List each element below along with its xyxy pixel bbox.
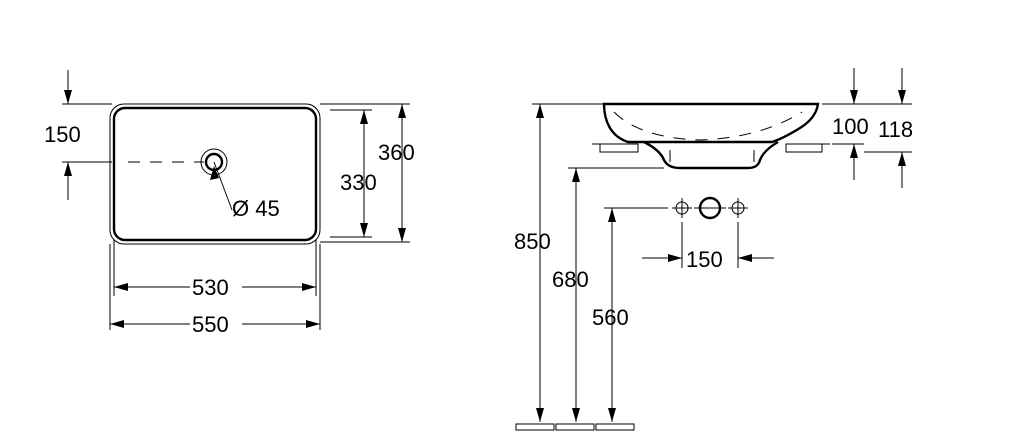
diameter-leader	[213, 161, 233, 211]
floor-plate-2	[555, 423, 595, 431]
dim-label-100: 100	[832, 114, 869, 139]
dim-label-560: 560	[592, 305, 629, 330]
dim-label-680: 680	[552, 267, 589, 292]
dim-label-330: 330	[340, 170, 377, 195]
basin-inner-dashed	[613, 111, 803, 141]
dim-label-850: 850	[514, 229, 551, 254]
basin-base-profile	[643, 140, 779, 170]
tap-fittings	[672, 196, 748, 220]
basin-inner-outline	[112, 106, 318, 242]
diameter-arrow	[210, 166, 219, 180]
dim-label-530: 530	[192, 275, 229, 300]
dim-label-150-plan: 150	[44, 122, 81, 147]
countertop-right	[785, 143, 823, 153]
dim-label-150-fittings: 150	[686, 247, 723, 272]
basin-bowl-profile	[602, 102, 820, 144]
plan-view: 150 360 330 Ø 45 530 550	[44, 70, 415, 337]
countertop-left	[599, 143, 639, 153]
dim-label-diameter: Ø 45	[232, 196, 280, 221]
arrow-150-bottom	[64, 162, 72, 176]
dim-label-550: 550	[192, 312, 229, 337]
arrow-150-top	[64, 90, 72, 104]
dim-label-360: 360	[378, 140, 415, 165]
floor-plate-3	[595, 423, 635, 431]
dim-label-118: 118	[878, 117, 913, 142]
basin-outer-outline	[109, 103, 321, 245]
side-view: 100 118 850 680 560 150	[514, 68, 913, 431]
floor-plate-1	[515, 423, 555, 431]
